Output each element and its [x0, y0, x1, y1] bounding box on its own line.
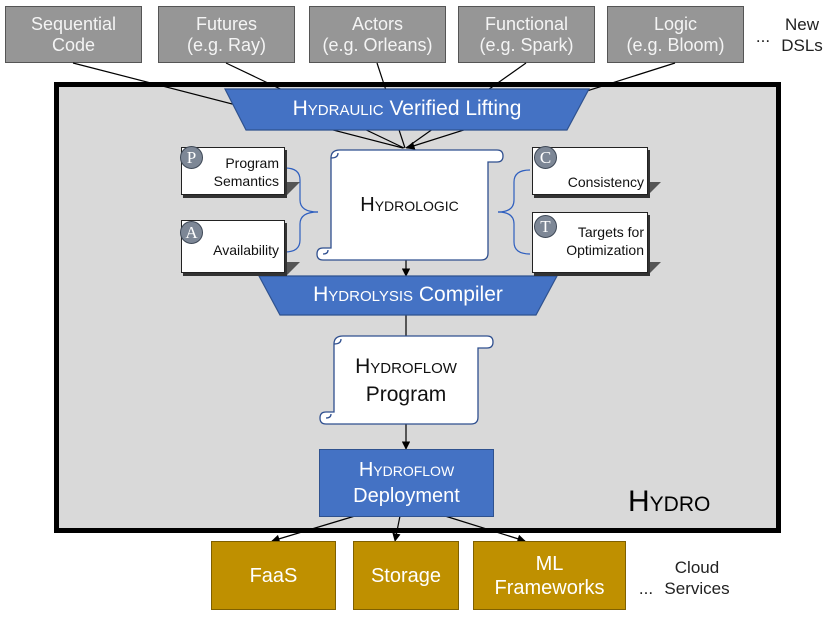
consistency-text: Consistency: [567, 174, 644, 190]
dsl-box-line2: (e.g. Ray): [186, 34, 267, 55]
new-dsls-line1: New: [784, 15, 819, 34]
hydroflow-deployment-box: Hydroflow Deployment: [319, 449, 494, 517]
compiler-label: Hydrolysis Compiler: [259, 283, 557, 307]
consistency-badge: C: [534, 146, 557, 169]
deployment-text: Deployment: [353, 485, 460, 507]
dsl-box-logic: Logic (e.g. Bloom): [607, 6, 744, 63]
hydro-label: Hydro: [628, 485, 711, 518]
hydroflow-text: Hydroflow: [355, 355, 457, 378]
cloud-box-ml: ML Frameworks: [473, 541, 626, 610]
program-line1: Program: [225, 155, 279, 171]
targets-line2: Optimization: [566, 242, 644, 258]
compiler-rest: Compiler: [413, 283, 503, 306]
cloud-box-line1: FaaS: [249, 564, 298, 587]
program-line2: Semantics: [213, 173, 279, 189]
dsl-box-line2: (e.g. Bloom): [626, 34, 725, 55]
targets-text: Targets for Optimization: [566, 223, 644, 259]
dsl-box-sequential: Sequential Code: [5, 6, 142, 63]
hydraulic-text: Hydraulic: [292, 97, 384, 120]
lifting-banner: [224, 88, 591, 131]
cloud-box-storage: Storage: [353, 541, 459, 610]
cloud-services-line1: Cloud: [674, 558, 720, 577]
new-dsls-line2: DSLs: [781, 36, 823, 55]
program-text: Program: [365, 383, 447, 406]
dsl-box-line1: Sequential: [30, 13, 117, 34]
dsl-box-line1: Actors: [351, 13, 403, 34]
dsl-box-actors: Actors (e.g. Orleans): [309, 6, 446, 63]
hydrologic-label: Hydrologic: [331, 162, 488, 248]
availability-badge: A: [180, 221, 203, 244]
dsl-box-functional: Functional (e.g. Spark): [458, 6, 595, 63]
program-semantics-card: P Program Semantics: [180, 146, 285, 195]
dsl-box-line2: (e.g. Orleans): [322, 34, 433, 55]
dsl-box-line2: (e.g. Spark): [479, 34, 574, 55]
dsl-box-line1: Futures: [195, 13, 258, 34]
availability-text: Availability: [213, 242, 279, 258]
hydroflow-program-scroll: [319, 335, 494, 425]
new-dsls-label: New DSLs: [776, 14, 828, 56]
hydroflow-program-label: Hydroflow Program: [334, 348, 478, 414]
targets-line1: Targets for: [577, 224, 644, 240]
consistency-card: C Consistency: [532, 146, 648, 195]
lifting-label: Hydraulic Verified Lifting: [225, 97, 589, 121]
dsl-ellipsis: ...: [755, 27, 771, 46]
cloud-services-label: Cloud Services: [656, 557, 738, 599]
cloud-box-line1: ML: [535, 552, 564, 575]
targets-badge: T: [534, 215, 557, 238]
cloud-ellipsis: ...: [638, 579, 654, 598]
dsl-box-line2: Code: [51, 34, 96, 55]
targets-card: T Targets for Optimization: [532, 212, 648, 273]
cloud-box-faas: FaaS: [211, 541, 336, 610]
dsl-box-futures: Futures (e.g. Ray): [158, 6, 295, 63]
hydrologic-text: Hydrologic: [360, 193, 459, 216]
program-badge: P: [180, 146, 203, 169]
hydrolysis-text: Hydrolysis: [313, 283, 414, 306]
cloud-box-line2: Frameworks: [494, 576, 605, 599]
hydrologic-scroll: [316, 149, 504, 261]
program-semantics-text: Program Semantics: [214, 154, 279, 190]
cloud-box-line1: Storage: [370, 564, 442, 587]
deployment-hydroflow-text: Hydroflow: [358, 459, 455, 481]
lifting-rest: Verified Lifting: [383, 97, 522, 120]
dsl-box-line1: Logic: [653, 13, 698, 34]
cloud-services-line2: Services: [664, 579, 730, 598]
compiler-banner: [257, 275, 559, 316]
dsl-box-line1: Functional: [484, 13, 569, 34]
availability-card: A Availability: [180, 220, 285, 273]
